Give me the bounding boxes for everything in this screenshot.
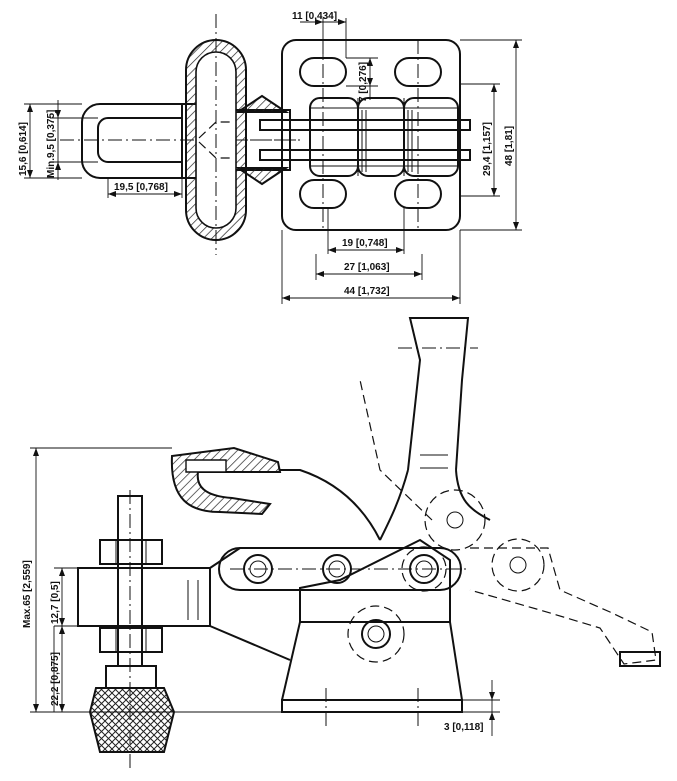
dim-19: 19 [0,748]	[342, 238, 388, 249]
dim-22-2: 22,2 [0,875]	[50, 652, 61, 706]
handle-grip-side	[170, 446, 282, 516]
dim-min-9-5: Min.9,5 [0,375]	[46, 110, 57, 178]
dim-7: 7 [0,276]	[358, 62, 369, 102]
dim-11: 11 [0,434]	[292, 11, 337, 22]
dim-48: 48 [1,81]	[504, 126, 515, 166]
top-view: 11 [0,434] 7 [0,276] 15,6 [0,614] Min.9,…	[18, 11, 522, 304]
dim-29-4: 29,4 [1,157]	[482, 122, 493, 176]
dim-12-7: 12,7 [0,5]	[50, 581, 61, 624]
dim-15-6: 15,6 [0,614]	[18, 122, 29, 176]
side-view: Max.65 [2,559] 12,7 [0,5] 22,2 [0,875] 3…	[22, 317, 661, 770]
base-plate-side	[281, 699, 463, 713]
dim-44: 44 [1,732]	[344, 286, 390, 297]
dim-max-65: Max.65 [2,559]	[22, 560, 33, 628]
rubber-tip	[88, 687, 176, 753]
dim-19-5: 19,5 [0,768]	[114, 182, 168, 193]
spindle-u-bolt	[81, 103, 182, 179]
dim-27: 27 [1,063]	[344, 262, 390, 273]
dim-3: 3 [0,118]	[444, 722, 483, 733]
base-plate-top	[281, 39, 461, 231]
